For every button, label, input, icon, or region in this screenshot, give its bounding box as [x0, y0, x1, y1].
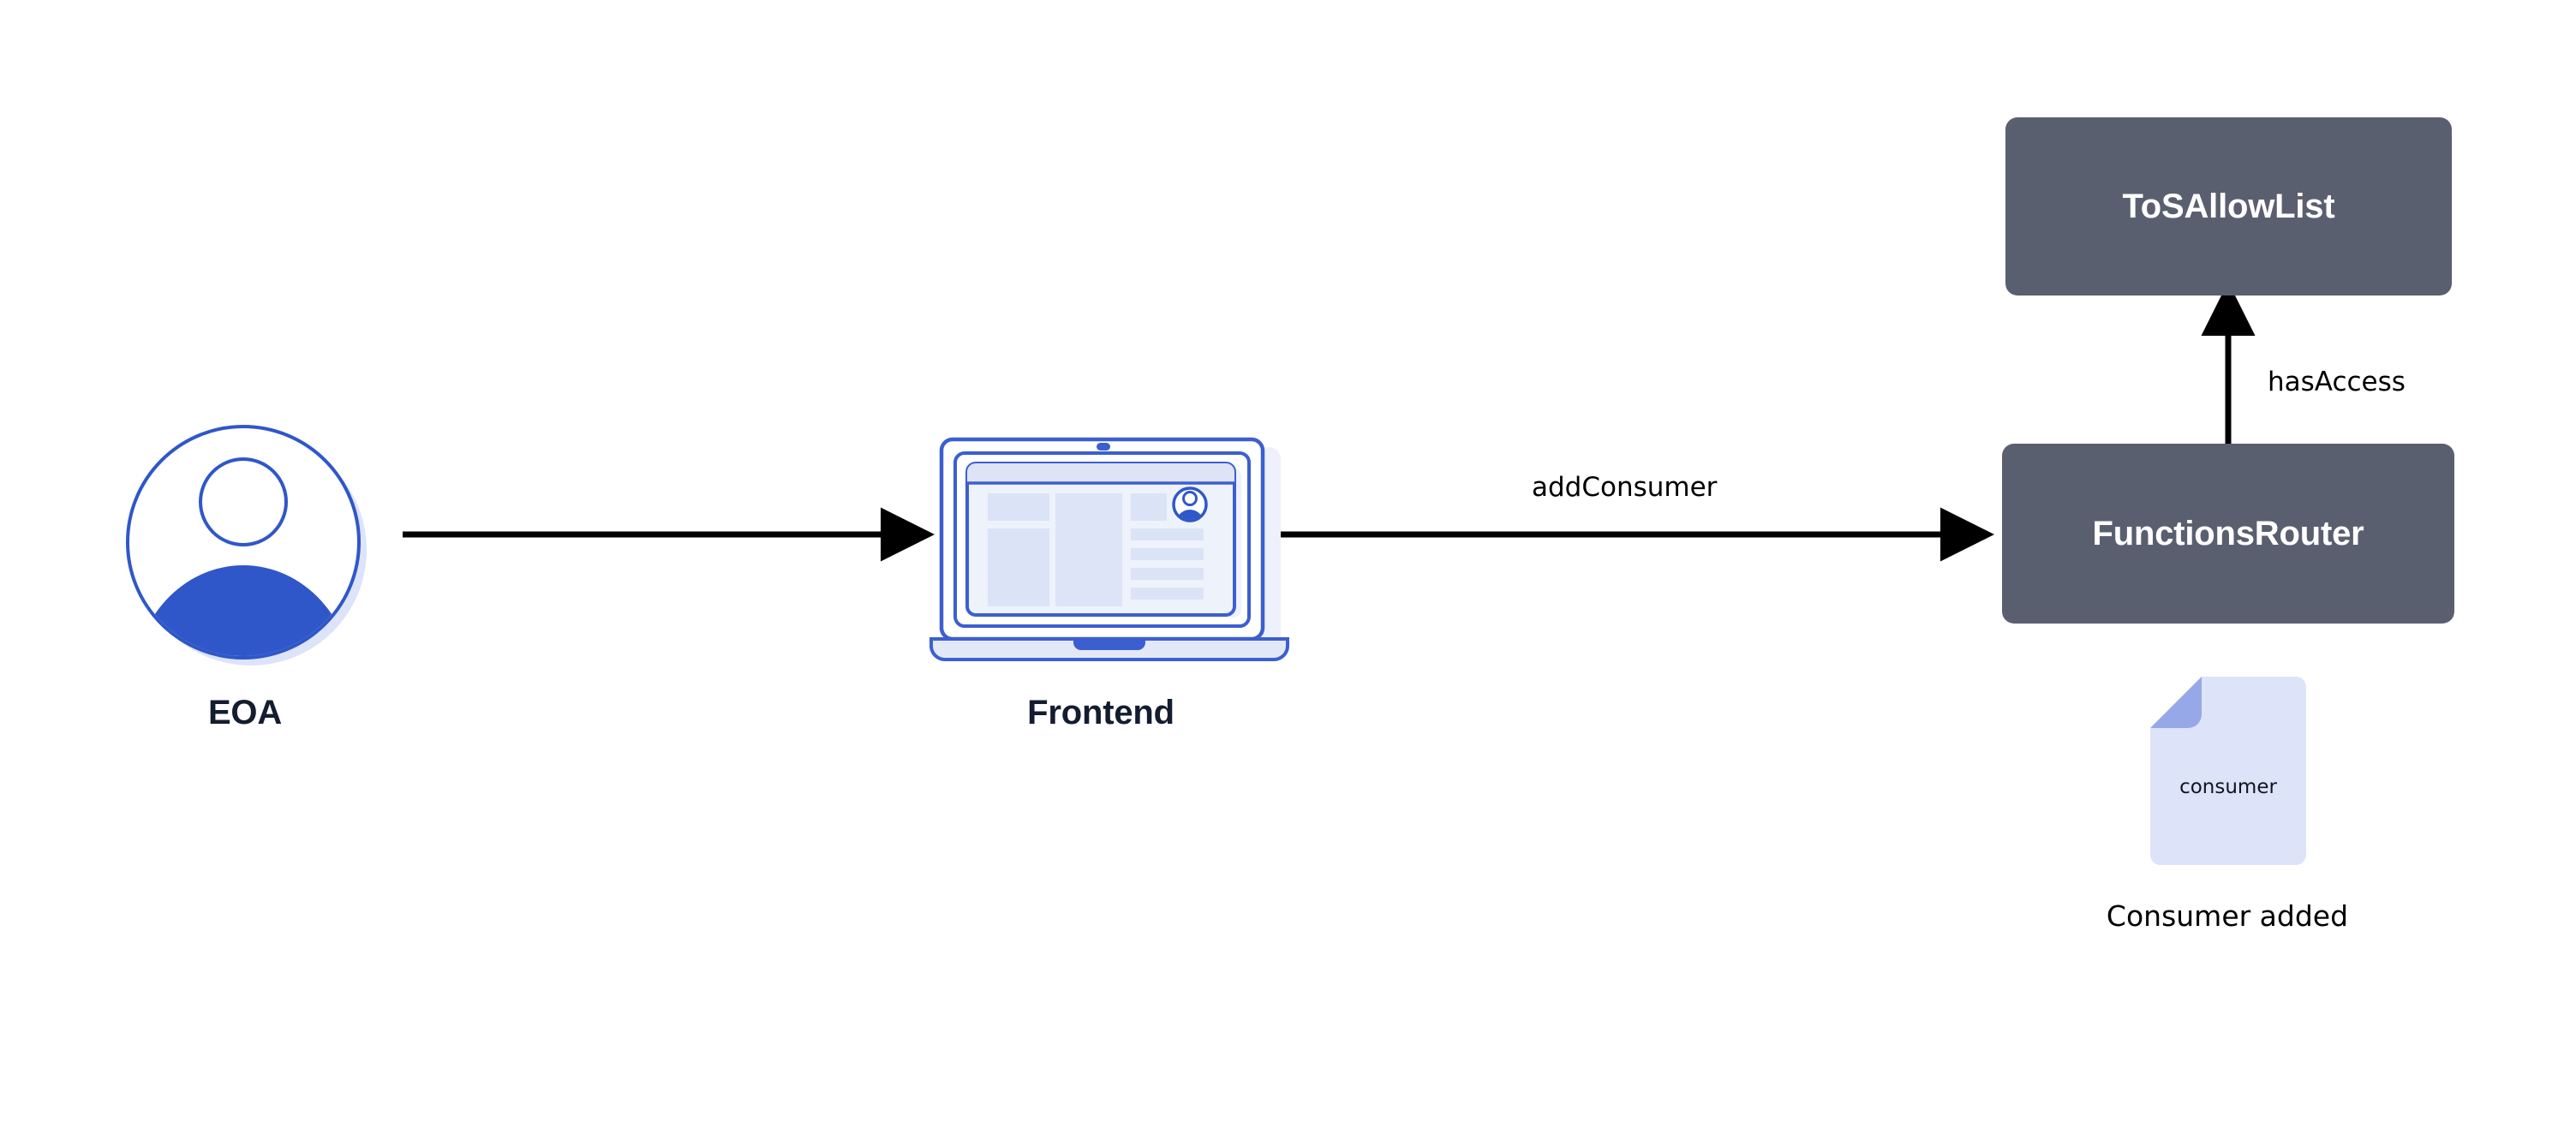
node-consumer-document-label: consumer: [2179, 776, 2277, 798]
edge-label-add-consumer: addConsumer: [1532, 472, 1718, 503]
screen-avatar-icon: [1172, 486, 1208, 522]
node-eoa-label: EOA: [207, 694, 283, 731]
node-frontend[interactable]: [929, 428, 1289, 672]
node-functions-router-label: FunctionsRouter: [2092, 514, 2364, 552]
node-tos-allow-list-label: ToSAllowList: [2122, 187, 2335, 225]
node-tos-allow-list[interactable]: ToSAllowList: [2005, 117, 2452, 295]
user-avatar-icon: [126, 425, 367, 665]
node-frontend-label: Frontend: [1027, 694, 1174, 731]
edge-label-has-access: hasAccess: [2268, 367, 2406, 397]
document-icon: [2150, 677, 2306, 865]
node-functions-router[interactable]: FunctionsRouter: [2002, 444, 2454, 624]
laptop-icon: [929, 437, 1289, 661]
node-eoa[interactable]: [121, 420, 369, 668]
consumer-added-caption: Consumer added: [2106, 899, 2349, 933]
node-consumer-document[interactable]: consumer: [2149, 675, 2308, 867]
